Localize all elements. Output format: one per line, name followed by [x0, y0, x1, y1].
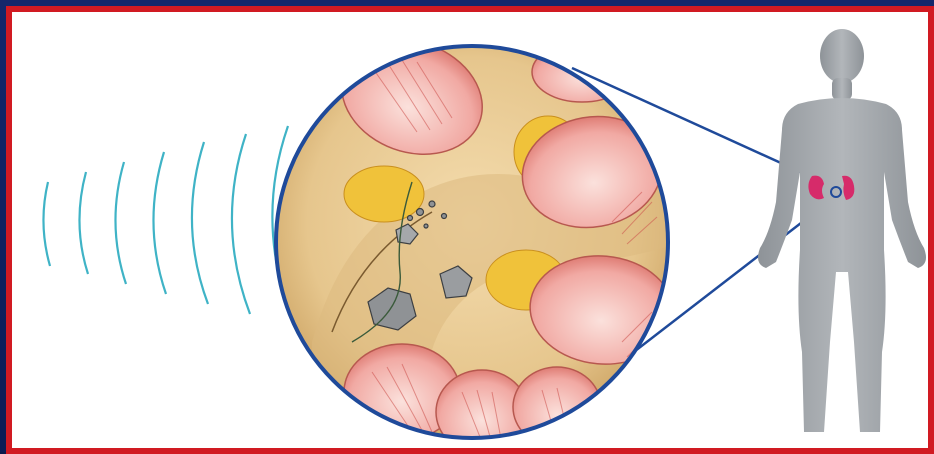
magnifier-lens-icon: [276, 21, 712, 448]
illustration-panel: [6, 6, 934, 454]
human-body-icon: [758, 29, 926, 432]
kidney-stone-illustration: [12, 12, 928, 448]
shockwave-icon: [43, 126, 294, 324]
